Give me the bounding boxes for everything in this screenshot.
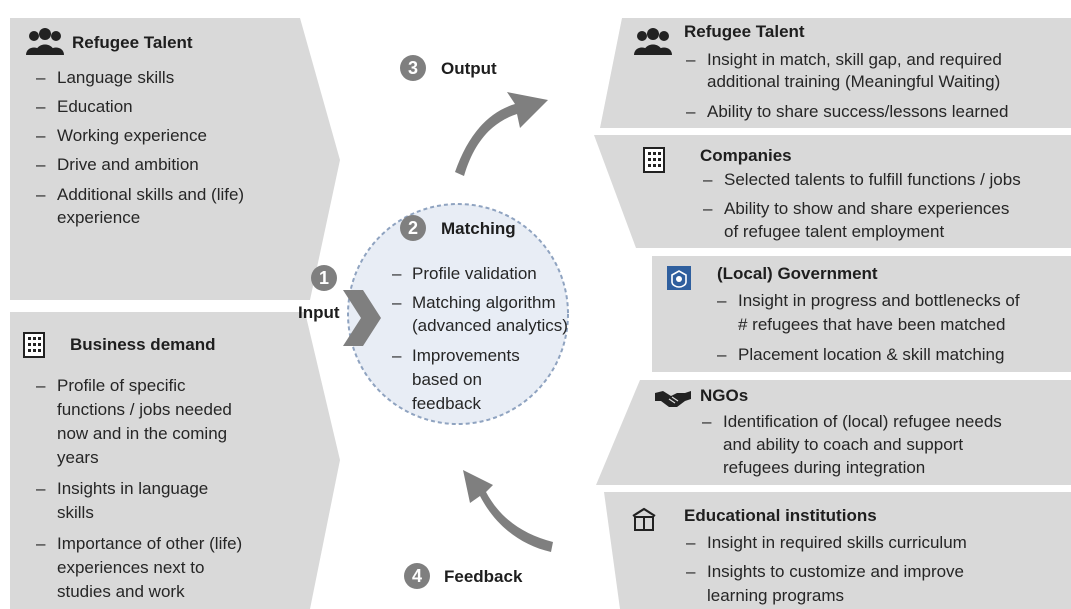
step-number-feedback: 4	[404, 563, 430, 589]
right-line: Identification of (local) refugee needs	[723, 412, 1002, 431]
left-top-item: Language skills	[57, 68, 175, 87]
left-top-item: Education	[57, 97, 133, 116]
matching-item: based on	[412, 370, 482, 389]
feedback-label: Feedback	[444, 567, 523, 586]
right-line: Insight in progress and bottlenecks of	[738, 291, 1020, 310]
left-top-panel	[10, 18, 340, 300]
right-title-government: (Local) Government	[717, 264, 878, 283]
left-bottom-item: skills	[57, 503, 94, 522]
people-icon	[26, 28, 64, 55]
left-bottom-item: Importance of other (life)	[57, 534, 243, 553]
left-bottom-item: Insights in language	[57, 479, 209, 498]
step-number-output: 3	[400, 55, 426, 81]
right-title-refugee-talent: Refugee Talent	[684, 22, 805, 41]
right-title-companies: Companies	[700, 146, 792, 165]
output-arrow	[455, 92, 548, 176]
matching-item: (advanced analytics)	[412, 316, 568, 335]
left-bottom-item: now and in the coming	[57, 424, 228, 443]
left-bottom-item: experiences next to	[57, 558, 205, 577]
step-number-input: 1	[311, 265, 337, 291]
output-label: Output	[441, 59, 497, 78]
building-icon	[23, 332, 45, 358]
right-panel-5	[604, 492, 1071, 609]
matching-item: Profile validation	[412, 264, 537, 283]
left-top-item: Drive and ambition	[57, 155, 199, 174]
right-line: Insights to customize and improve	[707, 562, 965, 581]
right-line: refugees during integration	[723, 458, 926, 477]
matching-item: Matching algorithm	[412, 293, 556, 312]
left-top-item: Additional skills and (life)	[57, 185, 245, 204]
building-icon	[643, 147, 665, 173]
matching-circle	[347, 203, 569, 425]
right-line: Insight in match, skill gap, and require…	[707, 50, 1002, 69]
institution-icon	[632, 507, 656, 531]
left-bottom-item: functions / jobs needed	[57, 400, 232, 419]
right-line: additional training (Meaningful Waiting)	[707, 72, 1001, 91]
right-line: # refugees that have been matched	[738, 315, 1006, 334]
matching-label: Matching	[441, 219, 516, 238]
right-title-ngos: NGOs	[700, 386, 749, 405]
input-chevron	[343, 290, 381, 346]
right-line: and ability to coach and support	[723, 435, 964, 454]
feedback-arrow	[463, 470, 553, 552]
right-line: Ability to show and share experiences	[724, 199, 1010, 218]
right-panel-4	[596, 380, 1071, 485]
left-top-item: experience	[57, 208, 141, 227]
government-crest-icon	[667, 266, 691, 290]
left-bottom-title: Business demand	[70, 335, 216, 354]
left-top-title: Refugee Talent	[72, 33, 193, 52]
right-panel-2	[594, 135, 1071, 248]
right-line: Selected talents to fulfill functions / …	[724, 170, 1021, 189]
left-bottom-item: studies and work	[57, 582, 185, 601]
left-bottom-item: years	[57, 448, 99, 467]
right-title-education: Educational institutions	[684, 506, 877, 525]
left-top-item: Working experience	[57, 126, 207, 145]
matching-item: feedback	[412, 394, 481, 413]
people-icon	[634, 28, 672, 55]
handshake-icon	[655, 391, 691, 407]
left-bottom-panel	[10, 312, 340, 609]
right-panel-1	[600, 18, 1071, 128]
right-line: learning programs	[707, 586, 845, 605]
right-line: Insight in required skills curriculum	[707, 533, 967, 552]
matching-item: Improvements	[412, 346, 520, 365]
input-label: Input	[298, 303, 340, 322]
right-line: Placement location & skill matching	[738, 345, 1005, 364]
right-panel-3	[652, 256, 1071, 372]
left-bottom-item: Profile of specific	[57, 376, 186, 395]
right-line: of refugee talent employment	[724, 222, 945, 241]
step-number-matching: 2	[400, 215, 426, 241]
right-line: Ability to share success/lessons learned	[707, 102, 1009, 121]
